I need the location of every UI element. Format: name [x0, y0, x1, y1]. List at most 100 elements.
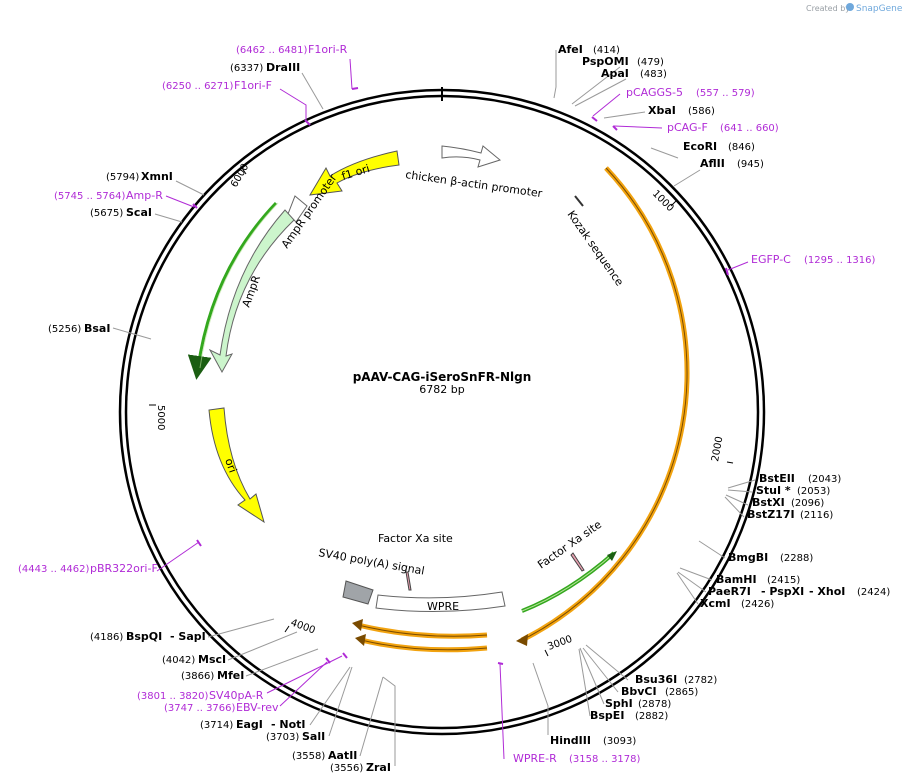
feature-wpre[interactable]: WPRE	[375, 591, 506, 613]
tick-4000: 4000	[284, 617, 317, 637]
enzyme-noti[interactable]: - NotI	[271, 718, 306, 731]
enzyme-hindiii[interactable]: HindIII	[550, 734, 591, 747]
watermark-brand: SnapGene	[856, 4, 903, 14]
chicken-actin-promoter-label: chicken β-actin promoter	[405, 168, 544, 200]
enzyme-pspxi[interactable]: - PspXI	[761, 585, 804, 598]
enzyme-scai[interactable]: ScaI	[126, 206, 152, 219]
enzyme-bsai-pos: (5256)	[48, 324, 81, 335]
enzyme-xbai-pos: (586)	[688, 106, 715, 117]
primer-pcag-f[interactable]: pCAG-F	[667, 121, 708, 134]
enzyme-bspei-pos: (2882)	[635, 711, 668, 722]
enzyme-msci[interactable]: MscI	[198, 653, 226, 666]
feature-kozak[interactable]: Kozak sequence	[565, 195, 627, 289]
primer-sv40pa-r-range: (3801 .. 3820)	[137, 691, 209, 702]
enzyme-apai[interactable]: ApaI	[601, 67, 629, 80]
feature-green-arc-right[interactable]	[521, 551, 617, 613]
enzyme-paer7i[interactable]: PaeR7I	[708, 585, 751, 598]
enzyme-bsteii[interactable]: BstEII	[759, 472, 795, 485]
enzyme-bsu36i[interactable]: Bsu36I	[635, 673, 677, 686]
primer-wpre-r[interactable]: WPRE-R	[513, 752, 557, 765]
wpre-label: WPRE	[427, 600, 459, 613]
primer-amp-r[interactable]: Amp-R	[126, 189, 163, 202]
feature-chicken-actin-promoter[interactable]: chicken β-actin promoter	[405, 145, 544, 200]
primer-amp-r-range: (5745 .. 5764)	[54, 191, 126, 202]
enzyme-sphi[interactable]: SphI	[605, 697, 633, 710]
enzyme-xmni[interactable]: XmnI	[141, 170, 173, 183]
feature-factor-xa-right[interactable]: Factor Xa site	[535, 518, 604, 572]
plasmid-size: 6782 bp	[419, 383, 464, 396]
enzyme-afei-pos: (414)	[593, 45, 620, 56]
enzyme-scai-pos: (5675)	[90, 208, 123, 219]
enzyme-pspomi-pos: (479)	[637, 57, 664, 68]
enzyme-bbvci[interactable]: BbvCI	[621, 685, 657, 698]
backbone	[118, 87, 766, 736]
f1-ori-label: f1 ori	[340, 162, 371, 183]
enzyme-sapi[interactable]: - SapI	[170, 630, 206, 643]
enzyme-bamhi[interactable]: BamHI	[716, 573, 757, 586]
enzyme-aatii-pos: (3558)	[292, 751, 325, 762]
enzyme-sali[interactable]: SalI	[302, 730, 325, 743]
snapgene-logo-icon	[846, 3, 854, 11]
primer-pcag-f-range: (641 .. 660)	[720, 123, 779, 134]
enzyme-leader-lines	[112, 50, 756, 766]
enzyme-draiii-pos: (6337)	[230, 63, 263, 74]
primer-f1ori-f[interactable]: F1ori-F	[234, 79, 272, 92]
sv40-label: SV40 poly(A) signal	[317, 546, 425, 577]
tick-2000: 2000	[710, 436, 734, 464]
snapgene-watermark: Created by SnapGene	[806, 3, 903, 14]
enzyme-xcmi[interactable]: XcmI	[700, 597, 731, 610]
enzyme-bspqi[interactable]: BspQI	[126, 630, 162, 643]
enzyme-bspei[interactable]: BspEI	[590, 709, 624, 722]
enzyme-msci-pos: (4042)	[162, 655, 195, 666]
kozak-label: Kozak sequence	[565, 208, 627, 288]
feature-sv40[interactable]: SV40 poly(A) signal	[317, 546, 426, 605]
feature-factor-xa-top[interactable]: Factor Xa site	[378, 532, 453, 591]
plasmid-name: pAAV-CAG-iSeroSnFR-Nlgn	[353, 370, 532, 384]
enzyme-mfei[interactable]: MfeI	[217, 669, 244, 682]
enzyme-aatii[interactable]: AatII	[328, 749, 357, 762]
enzyme-zrai[interactable]: ZraI	[366, 761, 391, 774]
tick-label: 1000	[650, 188, 676, 214]
feature-orange-arc-main[interactable]	[516, 166, 690, 646]
enzyme-pspomi[interactable]: PspOMI	[582, 55, 629, 68]
enzyme-ecori-pos: (846)	[728, 142, 755, 153]
enzyme-bbvci-pos: (2865)	[665, 687, 698, 698]
primer-egfp-c[interactable]: EGFP-C	[751, 253, 791, 266]
primer-sv40pa-r[interactable]: SV40pA-R	[209, 689, 264, 702]
feature-orange-arc-bottom1[interactable]	[352, 619, 488, 639]
enzyme-stui[interactable]: StuI *	[756, 484, 791, 497]
enzyme-draiii[interactable]: DraIII	[266, 61, 300, 74]
feature-ampr-green-arc[interactable]	[187, 201, 279, 380]
primer-leader-lines	[156, 58, 749, 760]
tick-label: 3000	[546, 634, 574, 653]
enzyme-bsai[interactable]: BsaI	[84, 322, 110, 335]
enzyme-afei[interactable]: AfeI	[558, 43, 583, 56]
enzyme-xhoi-pos: (2424)	[857, 587, 890, 598]
enzyme-bstxi[interactable]: BstXI	[752, 496, 785, 509]
enzyme-aflii[interactable]: AflII	[700, 157, 725, 170]
primer-wpre-r-range: (3158 .. 3178)	[569, 754, 641, 765]
primer-f1ori-f-range: (6250 .. 6271)	[162, 81, 234, 92]
primer-pbr322ori-f[interactable]: pBR322ori-F	[90, 562, 158, 575]
primer-f1ori-r[interactable]: F1ori-R	[308, 43, 348, 56]
primer-ebv-rev[interactable]: EBV-rev	[236, 701, 279, 714]
enzyme-xmni-pos: (5794)	[106, 172, 139, 183]
enzyme-bstz17i[interactable]: BstZ17I	[747, 508, 795, 521]
enzyme-xbai[interactable]: XbaI	[648, 104, 676, 117]
enzyme-ecori[interactable]: EcoRI	[683, 140, 717, 153]
enzyme-eagi[interactable]: EagI	[236, 718, 263, 731]
enzyme-xhoi[interactable]: - XhoI	[809, 585, 845, 598]
enzyme-bmgbi[interactable]: BmgBI	[728, 551, 768, 564]
enzyme-hindiii-pos: (3093)	[603, 736, 636, 747]
ampr-promoter-label: AmpR promoter	[279, 171, 340, 250]
feature-ori[interactable]: ori	[208, 407, 265, 524]
enzymes-left: (6337) DraIII (5794) XmnI (5675) ScaI (5…	[48, 61, 391, 774]
feature-ampr-promoter[interactable]: AmpR promoter	[279, 171, 340, 250]
enzyme-sali-pos: (3703)	[266, 732, 299, 743]
primer-pcaggs-5[interactable]: pCAGGS-5	[626, 86, 683, 99]
enzyme-apai-pos: (483)	[640, 69, 667, 80]
enzyme-bstxi-pos: (2096)	[791, 498, 824, 509]
feature-orange-arc-bottom2[interactable]	[355, 634, 488, 653]
primer-egfp-c-range: (1295 .. 1316)	[804, 255, 876, 266]
